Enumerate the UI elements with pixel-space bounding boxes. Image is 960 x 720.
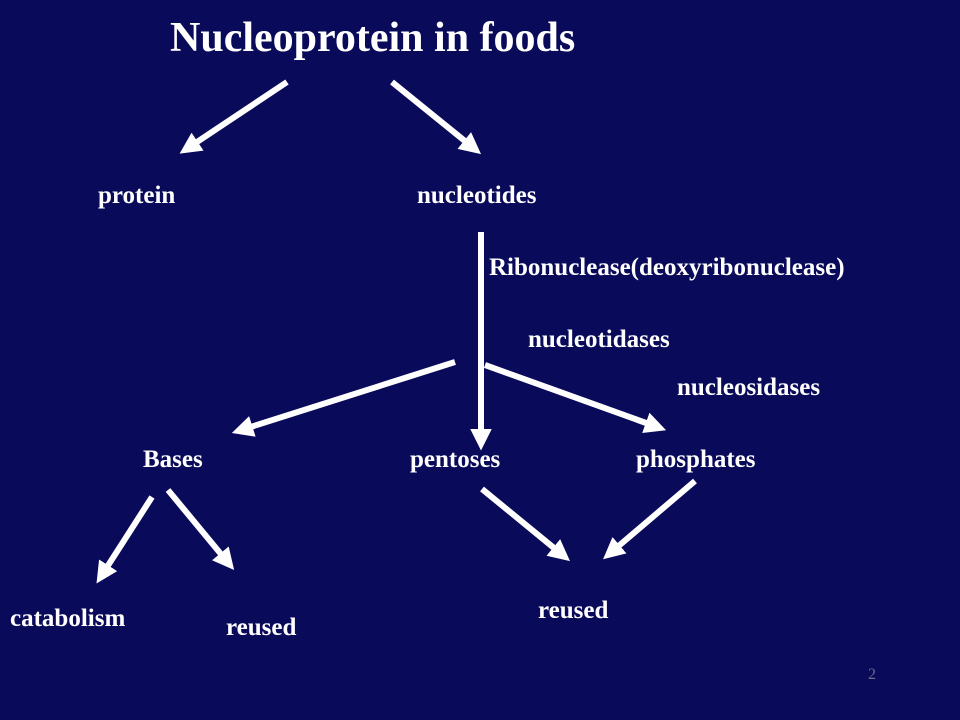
page-title: Nucleoprotein in foods <box>170 15 576 61</box>
node-catabolism: catabolism <box>10 605 126 632</box>
enzyme-ribonuclease: Ribonuclease(deoxyribonuclease) <box>489 254 845 281</box>
arrow-split-to-bases <box>231 359 456 437</box>
node-reused-right: reused <box>538 597 609 624</box>
node-nucleotides: nucleotides <box>417 182 537 209</box>
arrow-split-to-phosphates <box>483 362 667 434</box>
node-bases: Bases <box>143 446 203 473</box>
node-phosphates: phosphates <box>636 446 756 473</box>
arrow-bases-to-reused <box>165 488 235 570</box>
arrow-pentoses-to-reused <box>480 486 571 562</box>
arrow-bases-to-catabolism <box>96 495 155 584</box>
node-protein: protein <box>98 182 176 209</box>
arrow-title-to-protein <box>179 79 289 154</box>
enzyme-nucleosidases: nucleosidases <box>677 374 821 401</box>
node-pentoses: pentoses <box>410 446 501 473</box>
node-reused-left: reused <box>226 614 297 641</box>
arrow-phosphates-to-reused <box>603 478 697 560</box>
enzyme-nucleotidases: nucleotidases <box>528 326 670 353</box>
arrow-title-to-nucleotides <box>390 79 482 155</box>
page-number: 2 <box>868 666 876 683</box>
